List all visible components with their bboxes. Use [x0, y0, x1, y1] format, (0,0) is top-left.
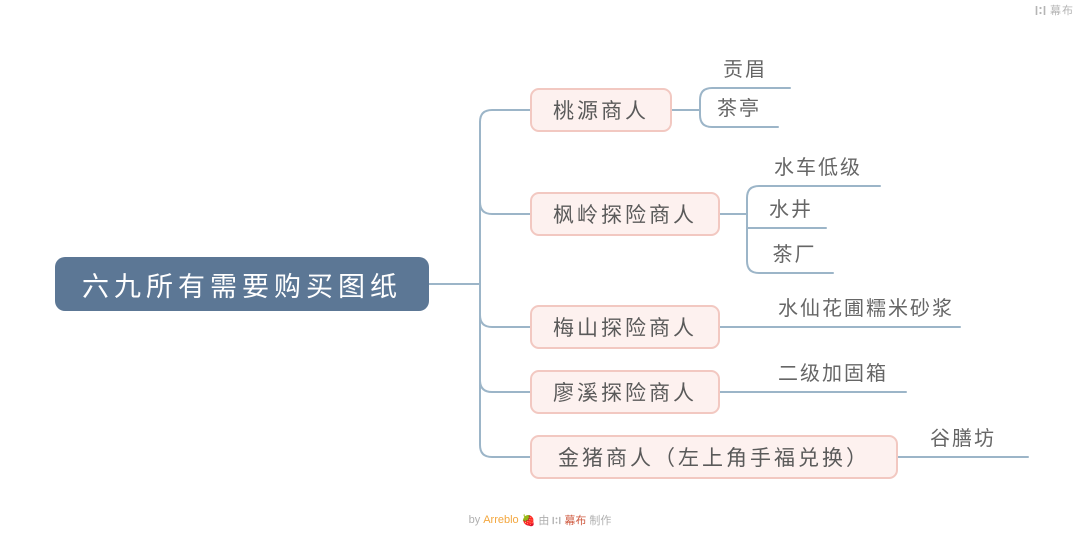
mubu-corner-logo[interactable]: 幕布: [1035, 3, 1074, 17]
branch-node-taoyuan-merchant[interactable]: 桃源商人: [530, 88, 672, 132]
mubu-logo-icon: [1035, 5, 1046, 16]
leaf-node-reinforced-box[interactable]: 二级加固箱: [778, 363, 888, 385]
leaf-node-waterwheel-low[interactable]: 水车低级: [774, 157, 862, 179]
root-node[interactable]: 六九所有需要购买图纸: [55, 257, 429, 311]
mubu-logo-icon-small: [552, 516, 561, 525]
leaf-node-tea-factory[interactable]: 茶厂: [772, 244, 817, 266]
mubu-logo-text: 幕布: [1050, 5, 1074, 17]
footer-author-name: Arreblo: [483, 514, 519, 526]
leaf-node-well[interactable]: 水井: [769, 199, 813, 221]
footer-brand-name: 幕布: [564, 515, 587, 527]
branch-node-golden-pig-merchant[interactable]: 金猪商人（左上角手福兑换）: [530, 435, 898, 479]
branch-node-meishan-merchant[interactable]: 梅山探险商人: [530, 305, 720, 349]
leaf-node-gongmei[interactable]: 贡眉: [723, 59, 767, 81]
branch-node-fengling-merchant[interactable]: 枫岭探险商人: [530, 192, 720, 236]
branch-node-liaoxi-merchant[interactable]: 廖溪探险商人: [530, 370, 720, 414]
watermark-footer[interactable]: by Arreblo 🍓 由 幕布 制作: [0, 511, 1080, 529]
leaf-node-narcissus-mortar[interactable]: 水仙花圃糯米砂浆: [778, 298, 954, 320]
footer-made-prefix: 由: [538, 515, 550, 527]
leaf-node-gushanfang[interactable]: 谷膳坊: [930, 428, 996, 450]
footer-by-text: by: [468, 514, 481, 526]
leaf-node-chating[interactable]: 茶亭: [717, 98, 761, 120]
strawberry-emoji-icon: 🍓: [521, 514, 536, 527]
footer-made-suffix: 制作: [589, 515, 612, 527]
